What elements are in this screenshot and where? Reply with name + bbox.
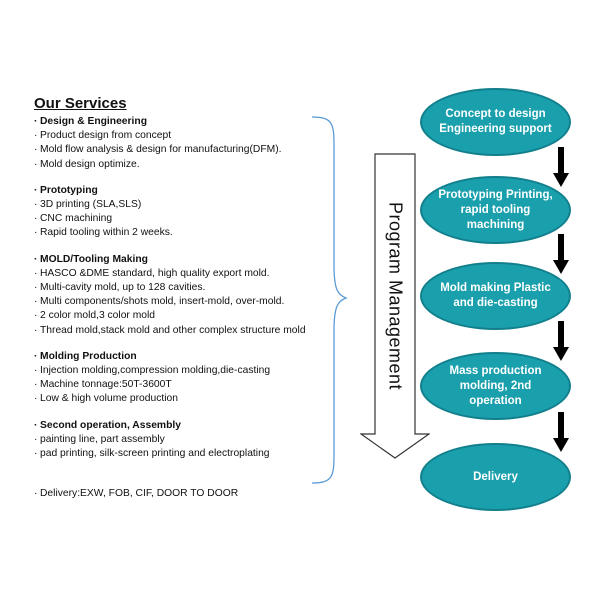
bullet: · <box>34 393 38 405</box>
bullet: · <box>34 296 38 308</box>
down-arrow-icon <box>553 234 569 274</box>
stage-concept-design: Concept to design Engineering support <box>420 88 571 156</box>
bullet: · <box>34 227 38 239</box>
stage-mold-making: Mold making Plastic and die-casting <box>420 262 571 330</box>
service-item-text: painting line, part assembly <box>40 433 165 445</box>
service-item-text: Rapid tooling within 2 weeks. <box>40 227 173 239</box>
services-sections: ·Design & Engineering·Product design fro… <box>34 115 334 461</box>
stage-label: Mold making Plastic and die-casting <box>440 282 551 309</box>
bullet: · <box>34 144 38 156</box>
service-item-text: Multi-cavity mold, up to 128 cavities. <box>40 282 206 294</box>
stage-delivery: Delivery <box>420 443 571 511</box>
stage-prototyping: Prototyping Printing, rapid tooling mach… <box>420 176 571 244</box>
service-item-text: Low & high volume production <box>40 393 178 405</box>
bullet: · <box>34 310 38 322</box>
service-item-text: 2 color mold,3 color mold <box>40 310 156 322</box>
service-item: ·Injection molding,compression molding,d… <box>34 364 334 378</box>
service-item: ·Rapid tooling within 2 weeks. <box>34 226 334 240</box>
service-section: ·Prototyping·3D printing (SLA,SLS)·CNC m… <box>34 184 334 241</box>
service-item-text: Product design from concept <box>40 130 172 142</box>
service-section: ·MOLD/Tooling Making·HASCO &DME standard… <box>34 253 334 338</box>
service-item-text: Multi components/shots mold, insert-mold… <box>40 296 285 308</box>
service-item-text: HASCO &DME standard, high quality export… <box>40 267 270 279</box>
program-management-label: Program Management <box>385 201 406 391</box>
service-item: ·Multi-cavity mold, up to 128 cavities. <box>34 281 334 295</box>
delivery-terms: ·Delivery:EXW, FOB, CIF, DOOR TO DOOR <box>34 487 238 501</box>
stage-label: Delivery <box>473 470 518 483</box>
service-section: ·Second operation, Assembly·painting lin… <box>34 419 334 462</box>
service-heading: ·MOLD/Tooling Making <box>34 253 334 267</box>
down-arrow-icon <box>553 412 569 452</box>
bullet: · <box>34 488 38 499</box>
bullet: · <box>34 130 38 142</box>
service-item-text: Mold design optimize. <box>40 158 140 170</box>
service-item: ·Machine tonnage:50T-3600T <box>34 378 334 392</box>
down-arrow-icon <box>553 321 569 361</box>
service-heading: ·Design & Engineering <box>34 115 334 129</box>
down-arrow-icon <box>553 147 569 187</box>
service-section: ·Design & Engineering·Product design fro… <box>34 115 334 172</box>
service-heading-text: Molding Production <box>40 350 137 362</box>
service-item: ·HASCO &DME standard, high quality expor… <box>34 267 334 281</box>
service-item-text: 3D printing (SLA,SLS) <box>40 199 142 211</box>
bullet: · <box>34 199 38 211</box>
stage-label: Prototyping Printing, rapid tooling mach… <box>438 188 553 231</box>
service-item-text: Thread mold,stack mold and other complex… <box>40 324 306 336</box>
bullet: · <box>34 419 38 431</box>
program-management-arrow <box>360 153 430 459</box>
process-flow: Concept to design Engineering support Pr… <box>415 0 585 600</box>
bullet: · <box>34 116 38 127</box>
service-item-text: pad printing, silk-screen printing and e… <box>40 448 270 460</box>
bullet: · <box>34 379 38 391</box>
bullet: · <box>34 253 38 265</box>
stage-label: Mass production molding, 2nd operation <box>449 364 542 407</box>
bullet: · <box>34 433 38 445</box>
bullet: · <box>34 324 38 336</box>
service-item: ·Low & high volume production <box>34 392 334 406</box>
bullet: · <box>34 282 38 294</box>
service-item-text: Machine tonnage:50T-3600T <box>40 379 172 391</box>
services-panel: Our Services ·Design & Engineering·Produ… <box>34 95 334 473</box>
service-item: ·painting line, part assembly <box>34 433 334 447</box>
service-item: ·Mold flow analysis & design for manufac… <box>34 143 334 157</box>
service-item: ·Multi components/shots mold, insert-mol… <box>34 295 334 309</box>
service-heading-text: Second operation, Assembly <box>40 419 181 431</box>
service-item-text: Mold flow analysis & design for manufact… <box>40 144 282 156</box>
service-item: ·3D printing (SLA,SLS) <box>34 198 334 212</box>
service-item-text: Injection molding,compression molding,di… <box>40 365 271 377</box>
service-item: ·Mold design optimize. <box>34 158 334 172</box>
bullet: · <box>34 184 38 196</box>
bullet: · <box>34 365 38 377</box>
bullet: · <box>34 158 38 170</box>
service-item: ·Product design from concept <box>34 129 334 143</box>
services-title: Our Services <box>34 95 127 112</box>
stage-mass-production: Mass production molding, 2nd operation <box>420 352 571 420</box>
service-item: ·2 color mold,3 color mold <box>34 309 334 323</box>
bullet: · <box>34 350 38 362</box>
bullet: · <box>34 448 38 460</box>
service-heading-text: Design & Engineering <box>40 116 147 127</box>
service-heading: ·Prototyping <box>34 184 334 198</box>
stage-label: Concept to design Engineering support <box>439 108 552 135</box>
service-heading: ·Second operation, Assembly <box>34 419 334 433</box>
service-heading: ·Molding Production <box>34 350 334 364</box>
service-item-text: CNC machining <box>40 213 113 225</box>
bullet: · <box>34 267 38 279</box>
service-heading-text: MOLD/Tooling Making <box>40 253 148 265</box>
service-section: ·Molding Production·Injection molding,co… <box>34 350 334 407</box>
service-item: ·CNC machining <box>34 212 334 226</box>
service-heading-text: Prototyping <box>40 184 98 196</box>
bullet: · <box>34 213 38 225</box>
service-item: ·Thread mold,stack mold and other comple… <box>34 324 334 338</box>
services-brace <box>311 116 348 484</box>
service-item: ·pad printing, silk-screen printing and … <box>34 447 334 461</box>
delivery-text: Delivery:EXW, FOB, CIF, DOOR TO DOOR <box>40 488 239 499</box>
